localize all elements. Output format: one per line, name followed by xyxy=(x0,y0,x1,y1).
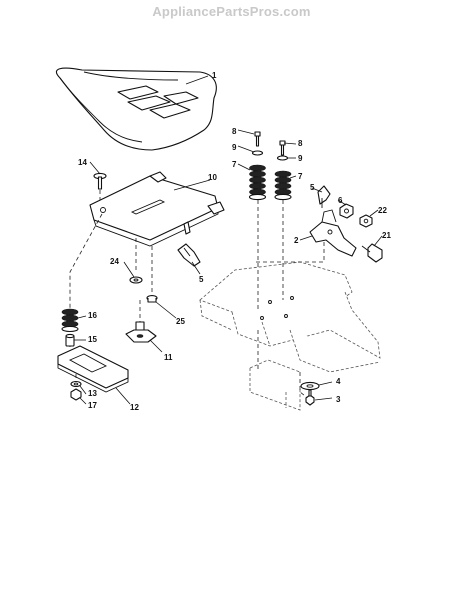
adjustment-knob xyxy=(125,321,157,343)
flat-washer-lower xyxy=(300,381,320,391)
bushing xyxy=(65,333,75,347)
callout-labels: 1 10 14 8 8 9 9 7 7 5 6 22 2 21 5 24 25 … xyxy=(78,71,391,412)
callout-screw-3: 3 xyxy=(336,395,341,404)
callout-spring-16: 16 xyxy=(88,311,97,320)
callout-spring-7-right: 7 xyxy=(298,172,303,181)
callout-knob-11: 11 xyxy=(164,353,173,362)
callout-washer-9-right: 9 xyxy=(298,154,303,163)
callout-clip-5-lower: 5 xyxy=(199,275,204,284)
callout-leaders xyxy=(74,75,383,405)
callout-clip-5-upper: 5 xyxy=(310,183,315,192)
callout-nut-22: 22 xyxy=(378,206,387,215)
seat-clip-lower xyxy=(177,243,201,267)
spring-stack-left xyxy=(248,131,267,201)
seat-bracket xyxy=(309,209,357,257)
callout-nut-17: 17 xyxy=(88,401,97,410)
hex-screw xyxy=(146,295,158,303)
tractor-fender-frame xyxy=(199,261,381,411)
seat xyxy=(55,67,217,151)
callout-washer-13: 13 xyxy=(88,389,97,398)
callout-nut-6: 6 xyxy=(338,196,343,205)
seat-clip-upper xyxy=(317,185,331,208)
callout-washer-24: 24 xyxy=(110,257,119,266)
callout-washer-9-left: 9 xyxy=(232,143,237,152)
callout-seat: 1 xyxy=(212,71,217,80)
hex-bolt xyxy=(305,389,315,406)
callout-screw-8-left: 8 xyxy=(232,127,237,136)
callout-bolt-21: 21 xyxy=(382,231,391,240)
spring-stack-right xyxy=(274,140,292,201)
callout-screw-8-right: 8 xyxy=(298,139,303,148)
callout-screw-25: 25 xyxy=(176,317,185,326)
callout-bolt-14: 14 xyxy=(78,158,87,167)
adjustment-plate xyxy=(57,345,129,393)
shoulder-bolt xyxy=(361,243,383,263)
callout-plate-12: 12 xyxy=(130,403,139,412)
compression-spring xyxy=(61,308,79,333)
callout-bracket-2: 2 xyxy=(294,236,299,245)
callout-bushing-15: 15 xyxy=(88,335,97,344)
hex-nut xyxy=(339,203,354,219)
callout-spring-7-left: 7 xyxy=(232,160,237,169)
lock-nut xyxy=(359,214,373,228)
flat-washer-upper xyxy=(129,276,143,284)
callout-washer-4: 4 xyxy=(336,377,341,386)
site-watermark: AppliancePartsPros.com xyxy=(152,4,311,19)
carriage-bolt xyxy=(93,172,107,190)
jam-nut xyxy=(70,388,82,401)
lock-washer xyxy=(70,380,82,388)
seat-pan xyxy=(89,171,225,247)
callout-seat-pan: 10 xyxy=(208,173,217,182)
